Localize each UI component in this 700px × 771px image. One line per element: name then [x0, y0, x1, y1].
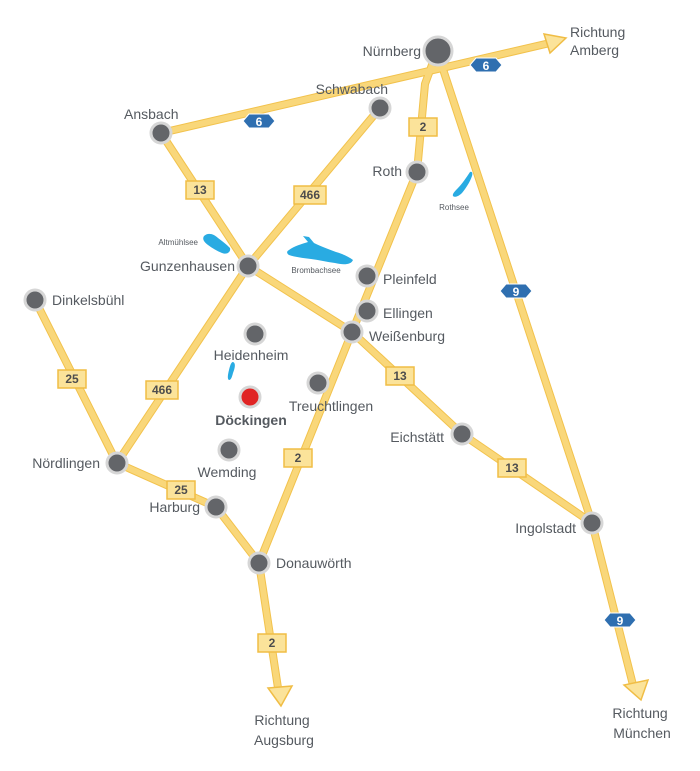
shield-b466-north: 466: [293, 185, 327, 205]
city-markers: [23, 35, 604, 575]
shield-b13-weissenburg: 13: [385, 366, 415, 386]
label-noerdlingen[interactable]: Nördlingen: [32, 455, 100, 471]
svg-text:25: 25: [174, 483, 188, 497]
city-marker-wemding[interactable]: [217, 438, 241, 462]
label-ansbach[interactable]: Ansbach: [124, 106, 178, 122]
label-altmuehlsee: Altmühlsee: [158, 238, 198, 247]
shield-a9-north: 9: [499, 283, 533, 299]
svg-text:13: 13: [193, 183, 207, 197]
shield-b466-south: 466: [145, 380, 179, 400]
city-marker-ansbach[interactable]: [149, 121, 173, 145]
label-roth[interactable]: Roth: [372, 163, 402, 179]
label-nuernberg[interactable]: Nürnberg: [363, 43, 421, 59]
lake-labels: Altmühlsee Brombachsee Rothsee: [158, 203, 469, 275]
svg-text:466: 466: [152, 383, 172, 397]
label-direction-augsburg: Richtung Augsburg: [254, 712, 314, 748]
label-treuchtlingen[interactable]: Treuchtlingen: [289, 398, 373, 414]
direction-arrows: [266, 33, 650, 708]
shield-a9-south: 9: [603, 612, 637, 628]
city-marker-noerdlingen[interactable]: [105, 451, 129, 475]
svg-text:466: 466: [300, 188, 320, 202]
shield-a6-east: 6: [469, 57, 503, 73]
svg-text:2: 2: [295, 451, 302, 465]
shield-b25-south: 25: [166, 480, 196, 500]
road-a9: [434, 48, 636, 688]
label-wemding[interactable]: Wemding: [198, 464, 257, 480]
city-marker-heidenheim[interactable]: [243, 322, 267, 346]
label-doeckingen[interactable]: Döckingen: [215, 412, 287, 428]
lake-altmuehlsee: [203, 233, 231, 254]
label-direction-amberg: Richtung Amberg: [570, 24, 629, 58]
city-marker-ingolstadt[interactable]: [580, 511, 604, 535]
city-marker-schwabach[interactable]: [368, 96, 392, 120]
label-heidenheim[interactable]: Heidenheim: [214, 347, 289, 363]
shield-a6-west: 6: [242, 113, 276, 129]
svg-text:13: 13: [505, 461, 519, 475]
city-marker-nuernberg[interactable]: [422, 35, 454, 67]
label-pleinfeld[interactable]: Pleinfeld: [383, 271, 437, 287]
label-dinkelsbuehl[interactable]: Dinkelsbühl: [52, 292, 124, 308]
label-donauwoerth[interactable]: Donauwörth: [276, 555, 352, 571]
city-marker-eichstaett[interactable]: [450, 422, 474, 446]
svg-text:6: 6: [256, 115, 263, 129]
city-marker-donauwoerth[interactable]: [247, 551, 271, 575]
city-marker-pleinfeld[interactable]: [355, 264, 379, 288]
arrow-augsburg-icon: [266, 685, 294, 708]
arrow-amberg-icon: [542, 33, 568, 55]
road-b2-south: [256, 560, 281, 691]
svg-text:9: 9: [513, 285, 520, 299]
label-direction-muenchen: Richtung München: [612, 705, 671, 741]
label-brombachsee: Brombachsee: [291, 266, 341, 275]
svg-text:2: 2: [420, 120, 427, 134]
roads: [32, 40, 636, 691]
city-marker-treuchtlingen[interactable]: [306, 371, 330, 395]
lake-brombachsee: [287, 236, 353, 265]
shield-b25-north: 25: [57, 369, 87, 389]
road-shields: 6 6 9 9 2 2 2 13: [57, 57, 637, 653]
label-harburg[interactable]: Harburg: [149, 499, 200, 515]
shield-b2-roth: 2: [408, 117, 438, 137]
shield-b13-ansbach: 13: [185, 180, 215, 200]
city-marker-ellingen[interactable]: [355, 299, 379, 323]
label-rothsee: Rothsee: [439, 203, 469, 212]
city-marker-weissenburg[interactable]: [340, 320, 364, 344]
svg-text:13: 13: [393, 369, 407, 383]
arrow-muenchen-icon: [622, 678, 650, 702]
svg-text:25: 25: [65, 372, 79, 386]
label-schwabach[interactable]: Schwabach: [316, 81, 388, 97]
city-marker-doeckingen[interactable]: [238, 385, 262, 409]
direction-labels: Richtung Amberg Richtung Augsburg Richtu…: [254, 24, 671, 748]
label-ellingen[interactable]: Ellingen: [383, 305, 433, 321]
lake-rothsee: [452, 171, 473, 197]
shield-b2-mid: 2: [283, 448, 313, 468]
svg-text:6: 6: [483, 59, 490, 73]
svg-text:2: 2: [269, 636, 276, 650]
city-marker-gunzenhausen[interactable]: [236, 254, 260, 278]
shield-b13-ingolstadt: 13: [497, 458, 527, 478]
city-marker-harburg[interactable]: [204, 495, 228, 519]
label-ingolstadt[interactable]: Ingolstadt: [515, 520, 576, 536]
shield-b2-south: 2: [257, 633, 287, 653]
lakes: [203, 171, 473, 380]
svg-text:9: 9: [617, 614, 624, 628]
label-eichstaett[interactable]: Eichstätt: [390, 429, 444, 445]
city-marker-dinkelsbuehl[interactable]: [23, 288, 47, 312]
label-weissenburg[interactable]: Weißenburg: [369, 328, 445, 344]
lake-heidenheim-pond: [227, 362, 235, 380]
city-marker-roth[interactable]: [405, 160, 429, 184]
label-gunzenhausen[interactable]: Gunzenhausen: [140, 258, 235, 274]
city-labels: Nürnberg Schwabach Ansbach Roth Gunzenha…: [32, 43, 576, 571]
road-b25: [32, 297, 262, 566]
